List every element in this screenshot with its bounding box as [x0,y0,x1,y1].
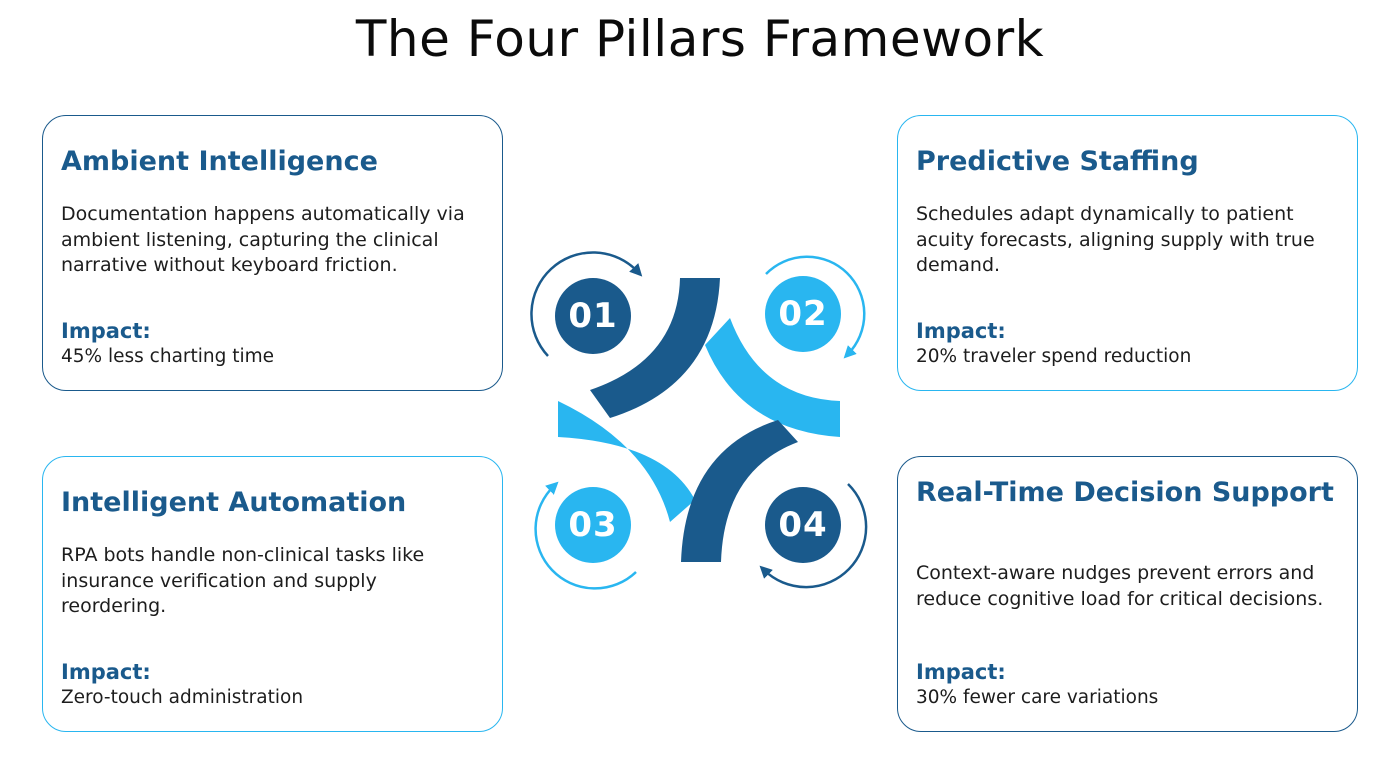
pillar-title: Ambient Intelligence [61,146,378,177]
pillar-number-badge-01: 01 [555,278,631,354]
pillar-card-predictive-staffing: Predictive Staffing Schedules adapt dyna… [897,115,1358,391]
pillar-petal-bottom [681,420,798,562]
pillar-description: Schedules adapt dynamically to patient a… [916,203,1315,276]
pillar-description: Documentation happens automatically via … [61,203,465,276]
impact-value: Zero-touch administration [61,687,304,708]
cycle-arrow-02 [765,255,866,359]
pillar-card-ambient-intelligence: Ambient Intelligence Documentation happe… [42,115,503,391]
impact-label: Impact: [61,660,151,684]
cycle-arrow-01 [530,251,643,357]
pillar-number-badge-02: 02 [765,276,841,352]
pillar-petal-right [705,318,840,437]
pillar-title: Predictive Staffing [916,146,1199,177]
pillar-number-badge-04: 04 [765,487,841,563]
impact-label: Impact: [916,319,1006,343]
cycle-shapes [530,251,868,590]
page-title: The Four Pillars Framework [355,10,1045,68]
impact-value: 30% fewer care variations [916,687,1159,708]
pillar-description: RPA bots handle non-clinical tasks like … [61,544,425,617]
pillar-title: Intelligent Automation [61,487,407,518]
pillar-description: Context-aware nudges prevent errors and … [916,562,1324,610]
pillar-petal-left [558,401,695,522]
pillar-number-badge-03: 03 [555,487,631,563]
four-pillars-cycle-graphic: 01 02 03 04 [530,250,870,590]
cycle-arrow-03 [534,481,637,590]
pillar-petal-top [590,278,720,418]
impact-value: 20% traveler spend reduction [916,346,1192,367]
impact-label: Impact: [61,319,151,343]
pillar-card-real-time-decision-support: Real-Time Decision Support Context-aware… [897,456,1358,732]
impact-label: Impact: [916,660,1006,684]
pillar-title: Real-Time Decision Support [916,477,1334,508]
impact-value: 45% less charting time [61,346,275,367]
cycle-arrow-04 [759,483,868,589]
pillar-card-intelligent-automation: Intelligent Automation RPA bots handle n… [42,456,503,732]
